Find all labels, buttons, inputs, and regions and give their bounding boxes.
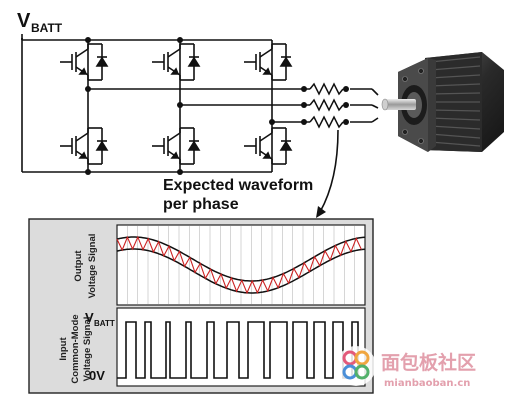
igbt-switch-1 [60, 127, 109, 165]
svg-text:V: V [85, 310, 94, 325]
svg-text:per phase: per phase [163, 196, 239, 213]
igbt-switch-3 [152, 127, 201, 165]
plot-gridlines [127, 226, 355, 304]
svg-text:Voltage Signal: Voltage Signal [82, 317, 93, 382]
inverter-wiring [21, 34, 379, 173]
mianbaoban-logo [336, 346, 376, 386]
caption-arrow [316, 129, 339, 218]
igbt-switch-4 [244, 43, 293, 81]
svg-text:Common-Mode: Common-Mode [70, 314, 81, 383]
output-voltage-label: Output Voltage Signal [73, 234, 98, 299]
svg-text:Voltage Signal: Voltage Signal [87, 234, 98, 299]
output-sine-waves [116, 235, 366, 295]
watermark-cn: 面包板社区 [381, 351, 476, 374]
input-voltage-label: Input Common-Mode Voltage Signal [58, 314, 93, 383]
igbt-switch-0 [60, 43, 109, 81]
vbatt-main-label: V BATT [17, 10, 63, 35]
svg-text:BATT: BATT [94, 319, 115, 328]
pwm-waveform [117, 321, 365, 379]
igbt-switch-2 [152, 43, 201, 81]
igbt-switch-5 [244, 127, 293, 165]
waveform-caption: Expected waveform per phase [163, 177, 313, 213]
switch-group [60, 43, 293, 165]
sine-lower-envelope [116, 248, 366, 294]
resistor-symbols [309, 82, 344, 129]
svg-text:Input: Input [58, 337, 69, 361]
pwm-square-wave [117, 321, 365, 379]
stepper-motor-image [381, 52, 504, 152]
watermark: 面包板社区 mianbaoban.cn [336, 346, 476, 389]
watermark-url: mianbaoban.cn [384, 378, 470, 389]
pwm-ripple-trace [116, 235, 362, 295]
svg-text:Expected waveform: Expected waveform [163, 177, 313, 194]
input-plot-area [116, 307, 366, 387]
svg-text:Output: Output [73, 250, 84, 282]
svg-text:V: V [17, 10, 31, 32]
zero-volt-label: 0V [89, 368, 105, 383]
vbatt-level-label: V BATT [85, 310, 115, 328]
junction-dots [85, 37, 349, 175]
svg-text:BATT: BATT [31, 21, 63, 35]
